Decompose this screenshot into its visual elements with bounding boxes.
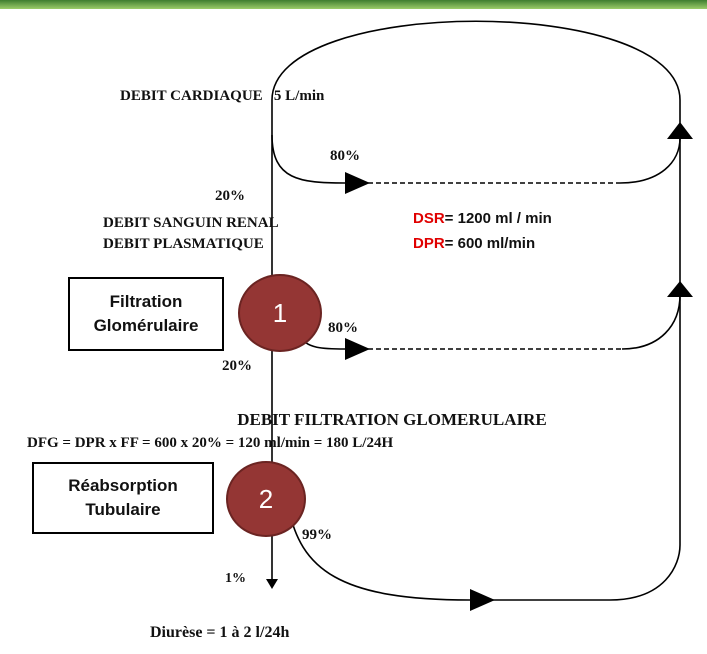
debit-cardiaque-label: DEBIT CARDIAQUE 5 L/min (120, 88, 325, 104)
dsr-label: DSR (413, 210, 445, 227)
reabsorption-tubulaire-box: Réabsorption Tubulaire (32, 462, 214, 534)
step-badge-2: 2 (226, 461, 306, 537)
filtration-line2: Glomérulaire (93, 316, 199, 335)
branch-80-mid-curve (621, 294, 681, 350)
pct-1: 1% (225, 571, 246, 586)
arrow-right-80-mid (345, 338, 370, 360)
arrow-up-mid (667, 281, 693, 297)
pct-80-mid: 80% (328, 320, 358, 336)
debit-plasmatique-label: DEBIT PLASMATIQUE (103, 236, 264, 252)
dpr-line: DPR= 600 ml/min (413, 235, 535, 252)
arrow-down-1pct (266, 579, 278, 589)
arrow-up-top (667, 122, 693, 139)
branch-80-top (271, 134, 346, 184)
diurese-label: Diurèse = 1 à 2 l/24h (150, 624, 289, 641)
pct-80-top: 80% (330, 148, 360, 164)
dfg-formula: DFG = DPR x FF = 600 x 20% = 120 ml/min … (27, 435, 393, 451)
filtration-glomerulaire-box: Filtration Glomérulaire (68, 277, 224, 351)
debit-sanguin-renal-label: DEBIT SANGUIN RENAL (103, 215, 279, 231)
dfg-title: DEBIT FILTRATION GLOMERULAIRE (237, 410, 547, 429)
dpr-label: DPR (413, 235, 445, 252)
dsr-line: DSR= 1200 ml / min (413, 210, 552, 227)
reabsorption-line2: Tubulaire (85, 500, 161, 519)
top-return-arc (271, 20, 681, 136)
dpr-value: = 600 ml/min (445, 235, 535, 252)
branch-80-top-curve (619, 137, 681, 184)
branch-99-loop (287, 504, 681, 601)
arrow-right-80-top (345, 172, 370, 194)
step-badge-1: 1 (238, 274, 322, 352)
pct-99: 99% (302, 527, 332, 543)
filtration-line1: Filtration (109, 292, 183, 311)
pct-20-top: 20% (215, 188, 245, 204)
dsr-value: = 1200 ml / min (445, 210, 552, 227)
arrow-right-99 (470, 589, 495, 611)
reabsorption-line1: Réabsorption (68, 476, 178, 495)
pct-20-mid: 20% (222, 358, 252, 374)
top-accent-bar (0, 0, 707, 9)
